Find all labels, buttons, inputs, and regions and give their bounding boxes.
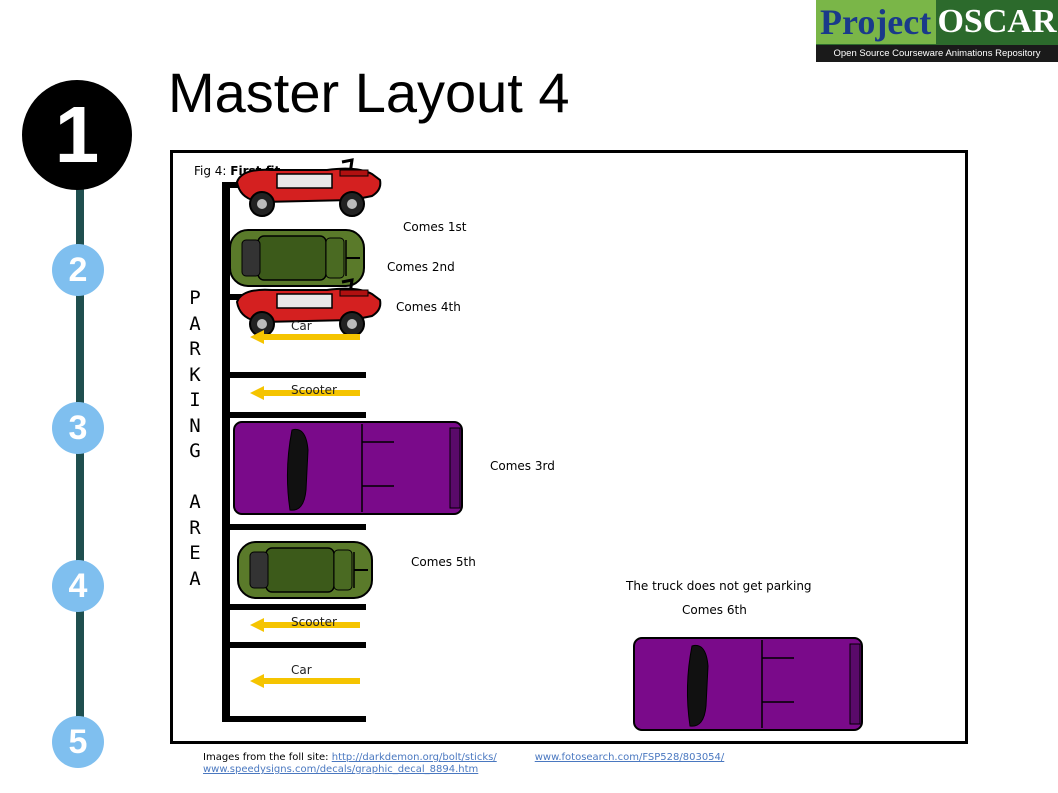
credit-link-speedysigns[interactable]: www.speedysigns.com/decals/graphic_decal… xyxy=(203,764,479,775)
label-letter: R xyxy=(189,516,201,539)
step-1-active[interactable]: 1 xyxy=(22,80,132,190)
slot-label-scooter: Scooter xyxy=(291,615,337,629)
slot-label-car: Car xyxy=(291,319,312,333)
label-letter: A xyxy=(189,491,201,513)
car-1 xyxy=(229,229,365,287)
label-letter: P xyxy=(189,287,201,309)
arrival-label-6th: Comes 6th xyxy=(682,603,747,617)
image-credits: Images from the foll site: http://darkde… xyxy=(203,752,724,776)
logo-tagline: Open Source Courseware Animations Reposi… xyxy=(816,45,1058,62)
step-2[interactable]: 2 xyxy=(52,244,104,296)
slot-label-scooter: Scooter xyxy=(291,383,337,397)
label-letter: E xyxy=(189,542,201,564)
arrival-label-2nd: Comes 2nd xyxy=(387,260,455,274)
label-letter: N xyxy=(189,414,201,437)
logo-word-oscar: OSCAR xyxy=(936,0,1058,44)
arrival-label-3rd: Comes 3rd xyxy=(490,459,555,473)
truck-note: The truck does not get parking xyxy=(626,579,812,593)
car-2 xyxy=(237,541,373,599)
caption-prefix: Fig 4: xyxy=(194,164,231,178)
label-letter: A xyxy=(189,312,201,335)
arrival-label-5th: Comes 5th xyxy=(411,555,476,569)
scooter-1 xyxy=(235,158,382,218)
label-letter: I xyxy=(189,389,201,411)
truck-1 xyxy=(233,421,463,515)
parking-area-label: P A R K I N G A R E A xyxy=(185,286,205,592)
credits-prefix: Images from the foll site: xyxy=(203,752,332,763)
credit-link-darkdemon[interactable]: http://darkdemon.org/bolt/sticks/ xyxy=(331,752,497,763)
arrival-label-4th: Comes 4th xyxy=(396,300,461,314)
step-5[interactable]: 5 xyxy=(52,716,104,768)
label-letter: A xyxy=(189,567,201,590)
step-3[interactable]: 3 xyxy=(52,402,104,454)
truck-2-unparked xyxy=(633,637,863,731)
logo-word-project: Project xyxy=(820,2,932,42)
project-oscar-logo: Project OSCAR Open Source Courseware Ani… xyxy=(816,0,1058,62)
step-4[interactable]: 4 xyxy=(52,560,104,612)
page-title: Master Layout 4 xyxy=(168,61,570,124)
label-letter: G xyxy=(189,440,201,462)
arrival-label-1st: Comes 1st xyxy=(403,220,467,234)
step-progress-line xyxy=(76,180,84,740)
parking-wall xyxy=(222,182,230,722)
label-letter: R xyxy=(189,338,201,360)
label-letter: K xyxy=(189,363,201,386)
slot-label-car: Car xyxy=(291,663,312,677)
credit-link-fotosearch[interactable]: www.fotosearch.com/FSP528/803054/ xyxy=(534,752,725,763)
